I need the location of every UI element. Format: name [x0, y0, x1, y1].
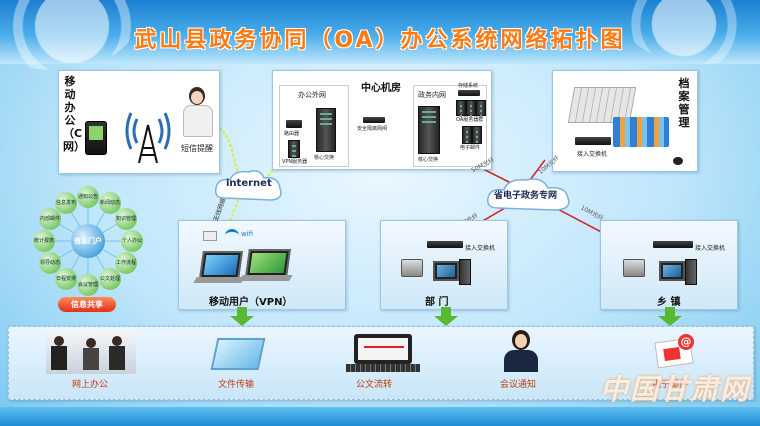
oa-server-icon [456, 100, 466, 116]
township-panel: 接入交换机 乡 镇 [600, 220, 738, 310]
department-label: 部 门 [425, 297, 449, 308]
center-room-title: 中心机房 [361, 83, 401, 94]
portal-node: 工作流程 [115, 252, 137, 274]
sms-label: 短信提醒 [181, 144, 213, 153]
gov-network-label: 省电子政务专网 [494, 191, 558, 201]
core-switch-1-label: 核心交换 [314, 155, 335, 161]
signal-tower-icon [125, 112, 171, 163]
file-transfer-icon [210, 334, 266, 372]
portal-node: 统计报表 [33, 230, 55, 252]
portal-node: 知识管理 [115, 208, 137, 230]
laptop-icon [245, 249, 291, 277]
laptop-base [239, 275, 293, 281]
arrow-down-icon [658, 307, 682, 326]
storage-icon [458, 90, 480, 96]
wifi-label: wifi [241, 230, 254, 238]
pda-icon [85, 121, 107, 155]
pc-tower-icon [685, 259, 697, 285]
wifi-icon [225, 229, 239, 242]
archive-switch-label: 接入交换机 [577, 151, 608, 158]
portal-node: 通知公告 [77, 186, 99, 208]
security-gateway-icon [363, 117, 385, 123]
document-flow-icon [346, 330, 420, 374]
township-switch-icon [653, 241, 693, 248]
oa-server-icon [466, 100, 476, 116]
internet-label: internet [226, 178, 272, 189]
title-bar: 武山县政务协同（OA）办公系统网络拓扑图 [0, 0, 760, 70]
township-label: 乡 镇 [657, 297, 681, 308]
function-label: 网上办公 [72, 380, 109, 390]
gov-network-cloud-icon [486, 178, 570, 211]
core-switch-2-icon [418, 106, 440, 154]
router-label: 路由器 [284, 131, 300, 137]
portal-node: 信息发布 [55, 192, 77, 214]
storage-label: 存储系统 [458, 83, 479, 89]
arrow-down-icon [230, 307, 254, 326]
function-label: 文件传输 [218, 380, 255, 390]
email-icon: @ [650, 330, 698, 370]
core-switch-2-label: 核心交换 [418, 157, 439, 163]
township-switch-label: 接入交换机 [695, 245, 726, 252]
info-portal-diagram: 通知公告 新闻动态 知识管理 个人办公 工作流程 公文处理 会议管理 日程安排 … [28, 186, 148, 296]
portal-node: 内部邮件 [39, 208, 61, 230]
department-switch-icon [427, 241, 463, 248]
mouse-icon [673, 157, 683, 165]
laptop-icon [199, 251, 243, 279]
portal-node: 个人办公 [121, 230, 143, 252]
office-external-net-box: 办公外网 路由器 VPN服务器 核心交换 [279, 85, 349, 167]
archive-title: 档案管理 [678, 77, 690, 129]
arrow-down-icon [434, 307, 458, 326]
portal-node: 日程安排 [55, 268, 77, 290]
email-server-icon [472, 126, 482, 144]
portal-node: 会议管理 [77, 274, 99, 296]
center-room-panel: 中心机房 办公外网 路由器 VPN服务器 核心交换 安全隔离网闸 政务内网 核心… [272, 70, 492, 170]
vpn-server-icon [288, 140, 300, 158]
department-panel: 接入交换机 部 门 [380, 220, 508, 310]
archive-panel: 档案管理 接入交换机 [552, 70, 698, 172]
online-office-photo [46, 330, 136, 374]
printer-icon [401, 259, 423, 277]
vpn-server-label: VPN服务器 [282, 159, 308, 165]
watermark: 中国甘肃网 [600, 373, 751, 406]
gov-internal-net-box: 政务内网 核心交换 存储系统 OA服务器群 电子邮件 [413, 83, 487, 167]
mobile-office-label: 移动办公（C网） [63, 75, 85, 153]
laptop-base [193, 277, 245, 283]
pc-tower-icon [459, 259, 471, 285]
printer-icon [623, 259, 645, 277]
portal-node: 领导动态 [39, 252, 61, 274]
function-label: 公文流转 [356, 380, 393, 390]
archive-switch-icon [575, 137, 611, 145]
vpn-users-panel: wifi 无线网络 移动用户（VPN） [178, 197, 346, 310]
page-title: 武山县政务协同（OA）办公系统网络拓扑图 [134, 28, 626, 53]
office-external-net-label: 办公外网 [298, 91, 326, 99]
monitor-icon [659, 261, 685, 281]
access-point-icon [203, 231, 217, 241]
function-label: 电子邮件 [652, 380, 689, 390]
mobile-office-panel: 移动办公（C网） 短信提醒 [58, 70, 220, 174]
department-switch-label: 接入交换机 [465, 245, 496, 252]
gov-internal-net-label: 政务内网 [418, 91, 446, 99]
oa-server-icon [476, 100, 486, 116]
oa-server-label: OA服务器群 [456, 117, 484, 123]
email-server-label: 电子邮件 [460, 145, 481, 151]
router-icon [286, 120, 302, 128]
vpn-users-label: 移动用户（VPN） [209, 297, 293, 308]
internet-cloud-icon [214, 170, 282, 201]
core-switch-1-icon [316, 108, 336, 152]
operator-avatar [181, 87, 213, 137]
portal-node: 公文处理 [99, 268, 121, 290]
folders-icon [613, 117, 669, 147]
bottom-band [0, 407, 760, 426]
meeting-notice-icon [496, 328, 550, 374]
portal-hub: 信息门户 [71, 224, 105, 258]
portal-node: 新闻动态 [99, 192, 121, 214]
email-server-icon [462, 126, 472, 144]
info-share-button[interactable]: 信息共享 [58, 297, 116, 312]
function-label: 会议通知 [500, 380, 537, 390]
monitor-icon [433, 261, 459, 281]
security-gateway-label: 安全隔离网闸 [357, 126, 388, 132]
